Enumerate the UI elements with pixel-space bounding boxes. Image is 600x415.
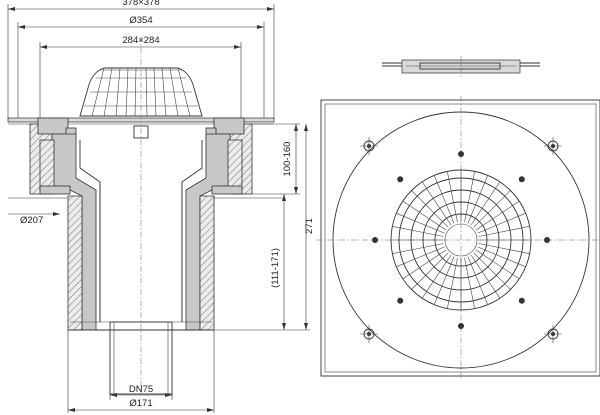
dimension-square-284: 284×284 (39, 35, 242, 118)
grate-spoke (475, 200, 520, 231)
dimension-label-111-171: (111-171) (270, 248, 281, 288)
corner-bolts (360, 137, 562, 343)
flange-profile-view (382, 56, 540, 78)
grate-bolt (544, 237, 550, 243)
grate-bolt (397, 176, 404, 183)
grate-bolt (458, 323, 464, 329)
grate-spoke (396, 246, 445, 268)
grate-spoke (478, 243, 530, 254)
grate-bolt (372, 237, 378, 243)
grate-spoke (464, 171, 475, 223)
grate-bolt (397, 297, 404, 304)
dimension-bottom: DN75 Ø171 (67, 330, 215, 413)
dimension-label-354: Ø354 (129, 15, 152, 26)
grate-spoke (477, 246, 526, 268)
grate-spoke (421, 181, 452, 226)
dimension-overall-width: 378×378 (7, 0, 275, 120)
grate-bolt (458, 151, 464, 157)
grate-spoke (473, 190, 511, 228)
grate-spoke (433, 175, 455, 224)
grate-spoke (464, 257, 475, 309)
grate-spoke (467, 175, 489, 224)
grate-spoke (475, 249, 520, 280)
grate-spoke (421, 254, 452, 299)
grate-bolt (518, 297, 525, 304)
dome-grate (79, 67, 203, 139)
grate-spoke (402, 200, 447, 231)
grate-top (372, 151, 550, 329)
grate-spoke (470, 254, 501, 299)
section-view: 378×378 Ø354 284×284 (7, 0, 315, 413)
dimension-label-207: Ø207 (20, 215, 43, 226)
grate-spoke (447, 257, 458, 309)
top-view (316, 96, 600, 380)
grate-spoke (478, 226, 530, 237)
grate-spoke (411, 252, 449, 290)
grate-spoke (467, 256, 489, 305)
grate-spoke (411, 190, 449, 228)
grate-spoke (473, 252, 511, 290)
dimension-label-171: Ø171 (129, 398, 152, 409)
grate-spoke (470, 181, 501, 226)
grate-spoke (396, 212, 445, 234)
dimension-label-dn75: DN75 (129, 384, 153, 395)
grate-spoke (392, 243, 444, 254)
dimension-heights: 100-160 271 (111-171) (214, 123, 315, 331)
dimension-label-overall: 378×378 (122, 0, 159, 8)
grate-bolt (518, 176, 525, 183)
grate-spoke (433, 256, 455, 305)
grate-spoke (477, 212, 526, 234)
dimension-label-271: 271 (304, 218, 315, 234)
dimension-label-100-160: 100-160 (282, 142, 293, 177)
drain-body (29, 117, 253, 395)
grate-spoke (402, 249, 447, 280)
dimension-diameter-207: Ø207 (8, 197, 282, 226)
grate-spoke (447, 171, 458, 223)
grate-spoke (392, 226, 444, 237)
dimension-diameter-354: Ø354 (17, 15, 265, 120)
